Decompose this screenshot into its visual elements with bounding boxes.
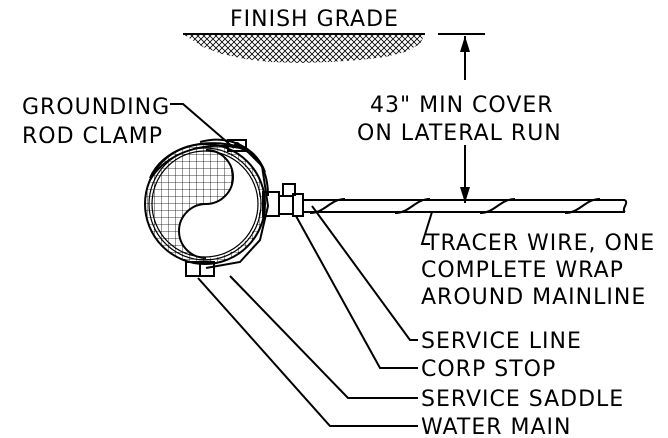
tracer-leader (420, 211, 433, 245)
service-line-label: SERVICE LINE (421, 329, 582, 354)
cover-label-line-1: 43" MIN COVER (370, 93, 554, 118)
tracer-label-line-2: COMPLETE WRAP (421, 258, 624, 283)
tracer-label-line-3: AROUND MAINLINE (421, 285, 646, 310)
corp-stop (262, 183, 304, 217)
cover-dimension (438, 33, 485, 203)
corp-stop-label: CORP STOP (421, 357, 556, 382)
cover-label-line-2: ON LATERAL RUN (357, 121, 562, 146)
corp-stop-leader (295, 215, 418, 369)
tracer-label-line-1: TRACER WIRE, ONE (425, 231, 655, 256)
water-main-leader (197, 277, 418, 427)
finish-grade-soil (183, 33, 425, 63)
grounding-label-line-2: ROD CLAMP (22, 124, 163, 149)
grounding-label-line-1: GROUNDING (22, 95, 170, 120)
grounding-leader (170, 103, 235, 149)
service-line-leader (311, 205, 418, 341)
tracer-wire (149, 144, 601, 214)
service-saddle-leader (229, 275, 418, 399)
finish-grade-label: FINISH GRADE (230, 7, 399, 32)
water-main-label: WATER MAIN (421, 415, 572, 438)
service-saddle-label: SERVICE SADDLE (421, 387, 624, 412)
